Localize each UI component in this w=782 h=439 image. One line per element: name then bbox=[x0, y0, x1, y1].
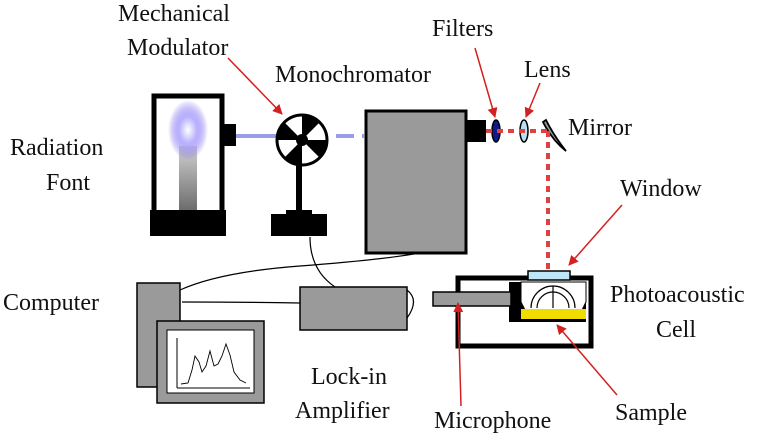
optical-elements bbox=[491, 118, 567, 152]
cable-lockin-computer bbox=[181, 301, 301, 304]
arrow-sample bbox=[556, 324, 618, 396]
label-photoacoustic: Photoacoustic bbox=[610, 282, 745, 308]
labels: Mechanical Modulator Monochromator Filte… bbox=[3, 1, 745, 434]
arrow-window bbox=[568, 204, 623, 266]
photoacoustic-cell bbox=[455, 270, 594, 349]
label-cell: Cell bbox=[656, 317, 696, 343]
arrow-microphone bbox=[453, 302, 464, 407]
spectrum-plot bbox=[176, 338, 250, 389]
cable-microphone-lockin bbox=[406, 289, 415, 319]
arrow-lens bbox=[524, 82, 541, 118]
computer bbox=[136, 282, 265, 404]
acoustic-waves bbox=[530, 285, 576, 309]
label-microphone: Microphone bbox=[434, 408, 551, 434]
monochromator-port bbox=[466, 120, 486, 142]
arrow-modulator bbox=[227, 57, 283, 115]
label-mechanical: Mechanical bbox=[118, 1, 230, 27]
radiation-source bbox=[150, 93, 236, 236]
cables bbox=[179, 236, 421, 319]
lock-in-amplifier bbox=[299, 286, 408, 331]
microphone bbox=[432, 291, 512, 307]
label-monochromator: Monochromator bbox=[275, 62, 431, 88]
label-radiation: Radiation bbox=[10, 135, 103, 161]
source-base bbox=[150, 210, 226, 236]
cell-window bbox=[527, 270, 571, 281]
sample-layer bbox=[521, 309, 586, 319]
label-filters: Filters bbox=[432, 16, 493, 42]
label-computer: Computer bbox=[3, 290, 99, 316]
lamp-glow bbox=[168, 100, 208, 160]
label-window: Window bbox=[620, 176, 702, 202]
source-stem bbox=[179, 146, 197, 212]
monochromator-body bbox=[364, 109, 468, 255]
label-mirror: Mirror bbox=[568, 115, 632, 141]
label-lens: Lens bbox=[524, 57, 571, 83]
label-sample: Sample bbox=[615, 400, 687, 426]
monochromator bbox=[364, 109, 486, 255]
source-port bbox=[222, 124, 236, 146]
monitor-screen bbox=[166, 329, 255, 394]
red-light-beam bbox=[486, 129, 550, 270]
chopper-wheel bbox=[271, 113, 329, 236]
cable-modulator-lockin bbox=[309, 236, 336, 288]
label-amplifier: Amplifier bbox=[295, 398, 390, 424]
label-lock-in: Lock-in bbox=[311, 364, 387, 390]
label-font: Font bbox=[46, 170, 90, 196]
cable-monochromator-computer bbox=[179, 252, 421, 291]
label-arrows bbox=[227, 47, 623, 407]
label-modulator: Modulator bbox=[127, 35, 228, 61]
arrow-filters bbox=[474, 47, 498, 118]
